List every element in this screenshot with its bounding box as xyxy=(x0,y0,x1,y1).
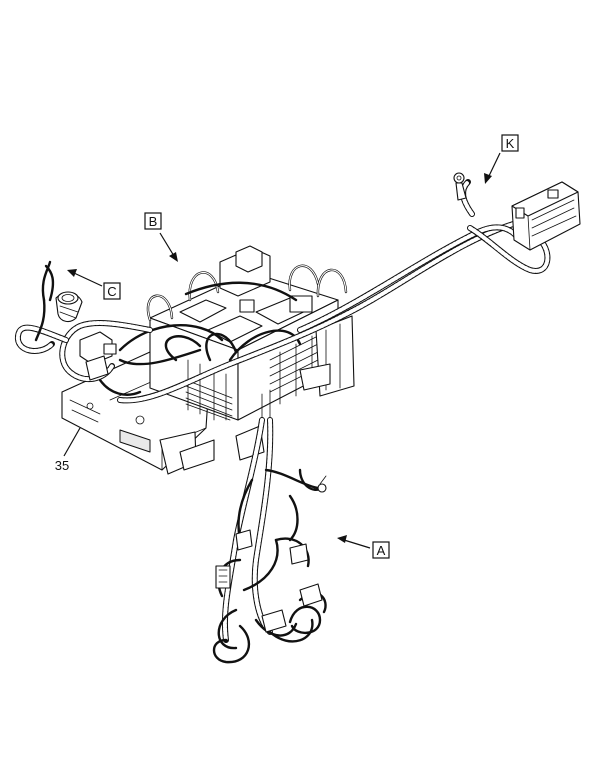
callout-a-label: A xyxy=(377,543,386,558)
callout-b-label: B xyxy=(149,214,158,229)
callout-k: K xyxy=(484,134,519,184)
callout-35: 35 xyxy=(55,427,81,473)
main-cable-run xyxy=(117,179,551,404)
callout-k-label: K xyxy=(506,136,515,151)
left-harness xyxy=(15,260,153,396)
callout-c: C xyxy=(67,269,121,300)
lower-harness xyxy=(212,389,327,664)
callout-35-label: 35 xyxy=(55,458,69,473)
callout-b: B xyxy=(144,212,178,262)
callout-a: A xyxy=(337,535,390,559)
callout-c-label: C xyxy=(107,284,116,299)
component-k-assembly xyxy=(453,172,581,251)
